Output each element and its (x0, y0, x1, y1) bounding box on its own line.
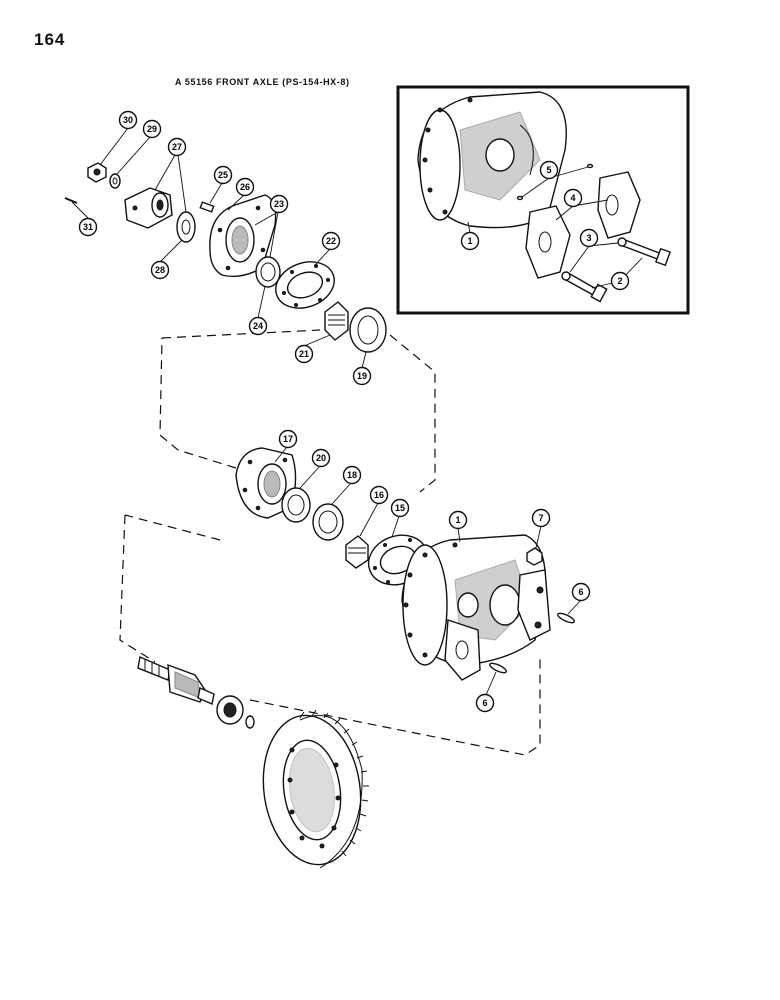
upper-dashed-boundary (159, 329, 436, 493)
cotter-pin-31 (64, 197, 78, 204)
svg-text:1: 1 (467, 236, 472, 246)
dowel-pin-6-right (557, 612, 575, 624)
callout-22: 22 (321, 231, 341, 251)
ring-gear (262, 709, 369, 869)
differential-carrier-1 (401, 534, 551, 681)
callout-27: 27 (167, 137, 187, 157)
bearing-retainer-23 (209, 194, 277, 278)
svg-text:28: 28 (155, 265, 165, 275)
svg-text:3: 3 (586, 233, 591, 243)
svg-text:27: 27 (172, 142, 182, 152)
svg-text:15: 15 (395, 503, 405, 513)
svg-text:25: 25 (218, 170, 228, 180)
callout-6-right: 6 (571, 582, 591, 602)
callout-18: 18 (342, 465, 362, 485)
svg-text:6: 6 (482, 698, 487, 708)
inset-differential-carrier (417, 91, 567, 229)
svg-text:7: 7 (538, 513, 543, 523)
callout-25: 25 (213, 165, 233, 185)
callout-2: 2 (610, 271, 630, 291)
svg-text:17: 17 (283, 434, 293, 444)
svg-text:1: 1 (455, 515, 460, 525)
callout-29: 29 (142, 119, 162, 139)
inset-bearing-caps (525, 171, 641, 279)
callout-6-lower: 6 (475, 693, 495, 713)
svg-text:24: 24 (253, 321, 263, 331)
drive-pinion (137, 656, 215, 705)
callout-26: 26 (235, 177, 255, 197)
svg-text:19: 19 (357, 371, 367, 381)
companion-flange-27 (124, 187, 173, 229)
svg-text:22: 22 (326, 236, 336, 246)
callout-5: 5 (539, 160, 559, 180)
callout-3: 3 (579, 228, 599, 248)
inset-dowel-pins (516, 163, 594, 201)
seal-28 (176, 211, 196, 243)
bearing-cup-24 (255, 256, 281, 288)
callout-1-inset: 1 (460, 231, 480, 251)
callout-28: 28 (150, 260, 170, 280)
callout-23: 23 (269, 194, 289, 214)
shim-22 (275, 261, 335, 309)
svg-text:20: 20 (316, 453, 326, 463)
callout-21: 21 (294, 344, 314, 364)
bearing-cone-21 (324, 301, 349, 341)
svg-text:29: 29 (147, 124, 157, 134)
svg-text:21: 21 (299, 349, 309, 359)
svg-text:30: 30 (123, 115, 133, 125)
callout-4: 4 (563, 188, 583, 208)
inset-panel (396, 85, 690, 315)
callout-16: 16 (369, 485, 389, 505)
callout-30: 30 (118, 110, 138, 130)
callout-31: 31 (78, 217, 98, 237)
bolt-25 (199, 201, 215, 213)
cage-17 (235, 447, 297, 519)
pinion-nut (87, 162, 107, 183)
callout-7: 7 (531, 508, 551, 528)
svg-text:4: 4 (570, 193, 575, 203)
lower-dashed-boundary (119, 514, 541, 756)
plug-7 (526, 547, 543, 566)
svg-text:18: 18 (347, 470, 357, 480)
page-number: 164 (34, 30, 66, 49)
diagram-title: A 55156 FRONT AXLE (PS-154-HX-8) (175, 77, 350, 87)
svg-text:2: 2 (617, 276, 622, 286)
bearing-cone-16 (345, 535, 369, 569)
callout-15: 15 (390, 498, 410, 518)
callout-20: 20 (311, 448, 331, 468)
leader-lines (71, 127, 643, 696)
bearing-cup-18 (312, 503, 344, 541)
svg-text:26: 26 (240, 182, 250, 192)
callout-19: 19 (352, 366, 372, 386)
svg-text:31: 31 (83, 222, 93, 232)
washer-29 (109, 173, 121, 189)
callout-17: 17 (278, 429, 298, 449)
snap-ring (245, 715, 255, 729)
dowel-pin-6-lower (489, 662, 507, 674)
svg-text:16: 16 (374, 490, 384, 500)
callout-1-main: 1 (448, 510, 468, 530)
svg-text:5: 5 (546, 165, 551, 175)
svg-text:6: 6 (578, 587, 583, 597)
bearing-cup-20 (281, 487, 311, 523)
svg-text:23: 23 (274, 199, 284, 209)
pinion-bearing (216, 695, 244, 725)
inset-cap-bolts (561, 237, 671, 303)
callout-24: 24 (248, 316, 268, 336)
bearing-cup-19 (349, 307, 387, 353)
